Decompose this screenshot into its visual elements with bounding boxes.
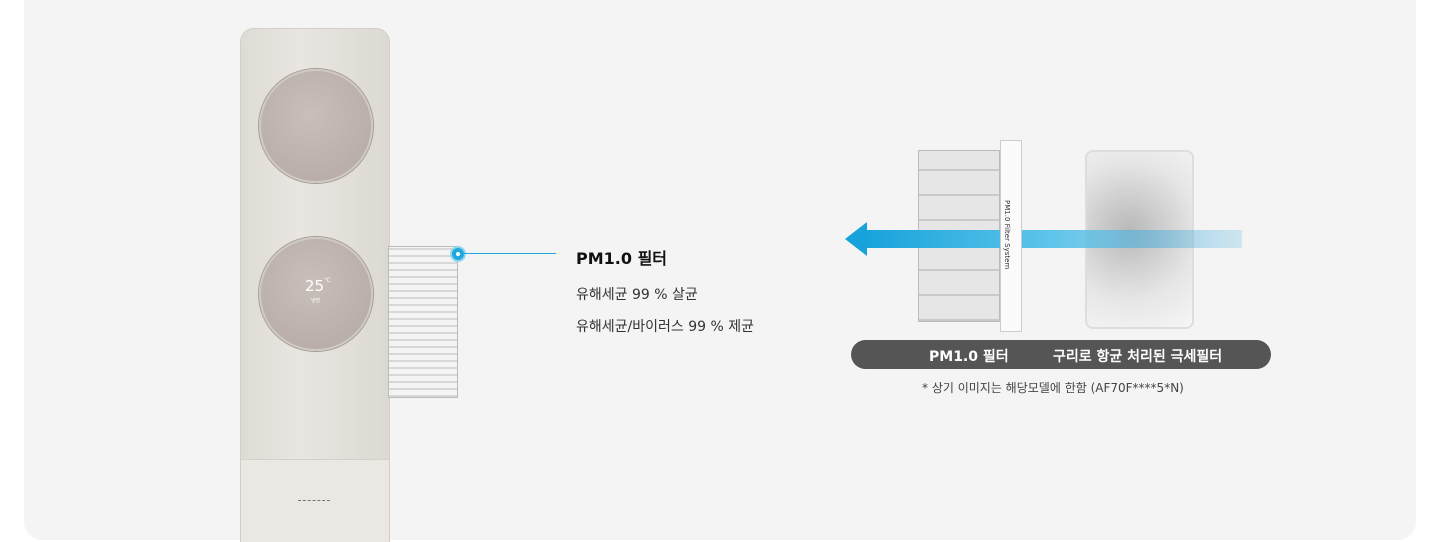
- label-copper-filter: 구리로 항균 처리된 극세필터: [1053, 349, 1223, 365]
- unit-base: [241, 459, 389, 542]
- upper-fan-circle: [259, 69, 373, 183]
- temperature-display: 25℃: [305, 277, 331, 295]
- callout-title: PM1.0 필터: [576, 249, 668, 268]
- mode-label: 냉방: [311, 298, 321, 304]
- label-pm10: PM1.0 필터: [929, 349, 1009, 365]
- callout-line: [462, 253, 556, 254]
- filter-side-text: PM1.0 Filter System: [1003, 200, 1011, 270]
- air-conditioner-image: 25℃ 냉방: [240, 28, 390, 542]
- lower-fan-display: 25℃ 냉방: [259, 237, 373, 351]
- model-note: * 상기 이미지는 해당모델에 한함 (AF70F****5*N): [922, 381, 1184, 395]
- arrow-left-icon: [845, 222, 867, 256]
- callout-line-1: 유해세균 99 % 살균: [576, 287, 698, 303]
- pm10-filter-image: [388, 246, 458, 398]
- callout-marker-icon: [450, 246, 466, 262]
- callout-line-2: 유해세균/바이러스 99 % 제균: [576, 319, 754, 335]
- content-panel: [24, 0, 1416, 540]
- filter-labels-bar: PM1.0 필터 구리로 항균 처리된 극세필터: [851, 340, 1271, 369]
- airflow-arrow: [862, 230, 1242, 248]
- indicator: [298, 500, 330, 503]
- pm10-filter-frame: [1000, 140, 1022, 332]
